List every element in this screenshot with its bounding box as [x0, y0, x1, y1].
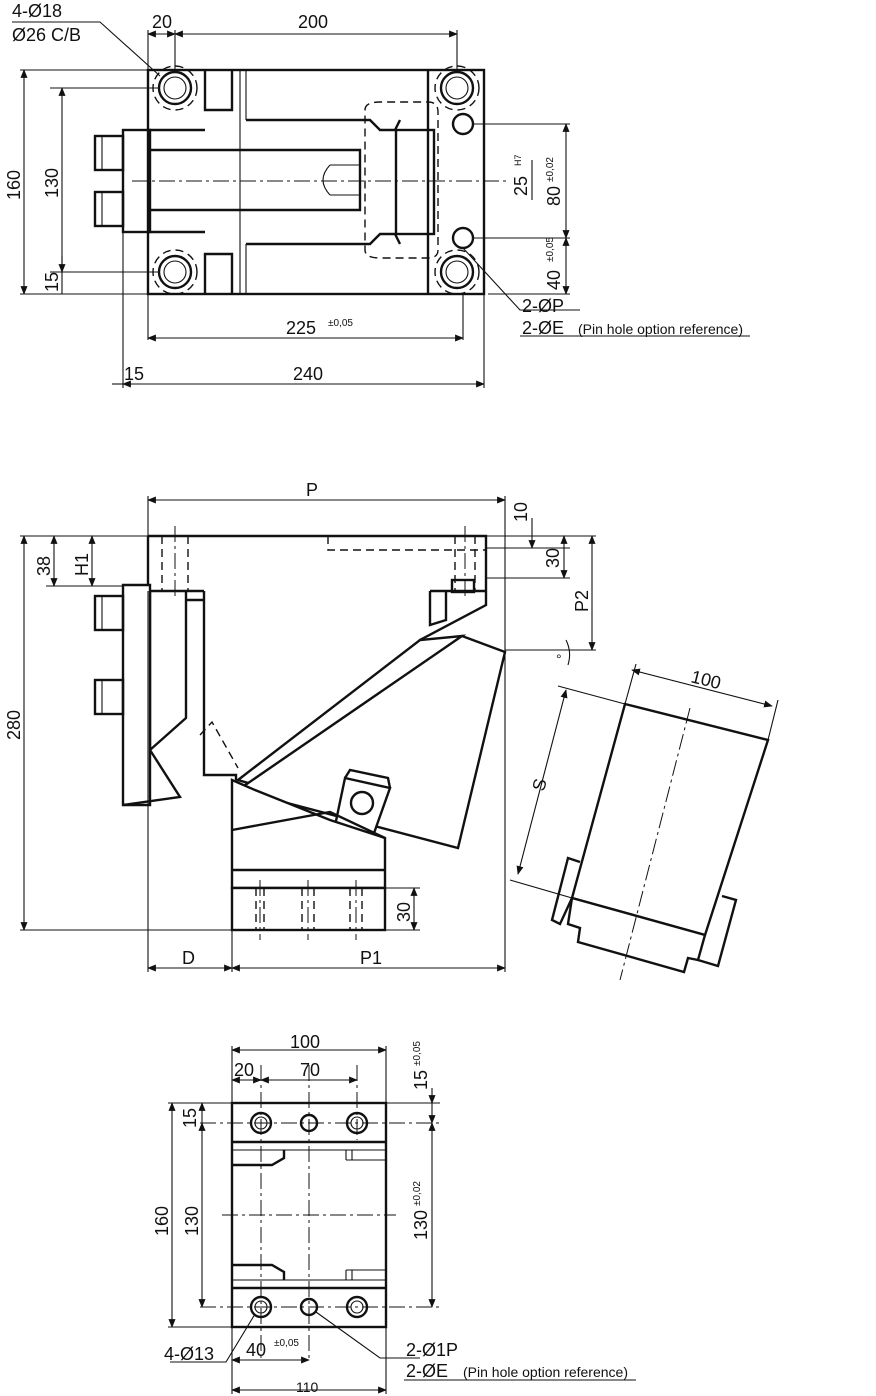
top-dim-80: 80: [544, 186, 564, 206]
top-dim-200: 200: [298, 12, 328, 32]
top-body-outline: [146, 68, 486, 296]
bottom-holes-spec: 4-Ø13: [164, 1344, 214, 1364]
top-tol-80: ±0,02: [545, 157, 556, 182]
side-angled-part-detail: [509, 663, 779, 981]
top-dim-225: 225: [286, 318, 316, 338]
detail-body: [570, 702, 770, 937]
side-base-hidden-bolts: [255, 880, 363, 940]
bottom-dim-130-left: 130: [182, 1206, 202, 1236]
detail-foot: [566, 896, 707, 974]
bottom-dim-20: 20: [234, 1060, 254, 1080]
bottom-view: [168, 1046, 636, 1394]
top-tol-40: ±0,05: [545, 237, 556, 262]
side-nozzle-block: [121, 583, 152, 807]
top-dim-160: 160: [4, 170, 24, 200]
bottom-dim-160: 160: [152, 1206, 172, 1236]
bottom-tol-15: ±0,05: [412, 1041, 423, 1066]
side-moving-block: [235, 634, 507, 850]
top-dim-20: 20: [152, 12, 172, 32]
side-view: [20, 496, 596, 972]
side-right-upright: [428, 591, 448, 627]
top-pin-e: 2-ØE: [522, 318, 564, 338]
top-cb-hole-tr: [434, 65, 480, 111]
side-dim-100: 100: [689, 666, 723, 693]
bottom-dim-70: 70: [300, 1060, 320, 1080]
top-dim-15-left: 15: [42, 272, 62, 292]
top-pin-note: (Pin hole option reference): [578, 321, 743, 337]
top-inner-channels: [148, 70, 439, 294]
bottom-dim-110: 110: [296, 1379, 319, 1395]
side-top-plate: [148, 534, 488, 591]
top-dim-40: 40: [544, 270, 564, 290]
top-pin-hole-upper: [451, 112, 475, 136]
side-dim-h1: H1: [72, 553, 92, 576]
top-dim-15-bottom: 15: [124, 364, 144, 384]
bottom-dim-40: 40: [246, 1340, 266, 1360]
side-dim-p1: P1: [360, 948, 382, 968]
top-left-nozzles: [93, 128, 152, 234]
top-cb-spec: Ø26 C/B: [12, 25, 81, 45]
bottom-dim-15-top: 15: [411, 1070, 431, 1090]
side-dim-30-bottom: 30: [394, 902, 414, 922]
bottom-dim-130-right: 130: [411, 1210, 431, 1240]
side-dim-30-top: 30: [543, 548, 563, 568]
top-holes-spec: 4-Ø18: [12, 1, 62, 21]
side-nozzle-lower: [93, 678, 125, 716]
bottom-tol-130: ±0,02: [412, 1181, 423, 1206]
top-view: [12, 21, 750, 388]
side-hidden-bolts: [161, 526, 486, 600]
top-dim-25: 25: [511, 176, 531, 196]
top-cb-hole-br: [434, 249, 480, 295]
bottom-dim-100: 100: [290, 1032, 320, 1052]
top-pin-hole-lower: [451, 226, 475, 250]
side-dim-angle: °: [556, 651, 562, 667]
side-dim-38: 38: [34, 556, 54, 576]
bottom-lower-slot: [232, 1263, 386, 1280]
bottom-dim-15-left: 15: [180, 1108, 200, 1128]
top-dim-240: 240: [293, 364, 323, 384]
bottom-pin-e: 2-ØE: [406, 1361, 448, 1381]
side-left-upright: [148, 591, 188, 753]
side-dim-d: D: [182, 948, 195, 968]
side-view-labels: P 10 38 H1 30 P2 ° 280 100 S 30 D P1: [4, 480, 723, 968]
side-dim-p: P: [306, 480, 318, 500]
bottom-tol-40: ±0,05: [274, 1338, 299, 1349]
bottom-upper-slot: [232, 1150, 386, 1167]
bottom-pin-note: (Pin hole option reference): [463, 1364, 628, 1380]
top-tol-h7: H7: [513, 154, 523, 166]
top-pin-p: 2-ØP: [522, 296, 564, 316]
bottom-view-labels: 100 20 70 15 ±0,05 15 160 130 130 ±0,02 …: [152, 1032, 628, 1395]
side-dim-p2: P2: [572, 590, 592, 612]
bottom-pin-p: 2-Ø1P: [406, 1340, 458, 1360]
side-nozzle-upper: [93, 594, 125, 632]
top-tol-225: ±0,05: [328, 318, 353, 329]
side-dim-280: 280: [4, 710, 24, 740]
top-dim-130: 130: [42, 168, 62, 198]
side-dim-s: S: [528, 776, 550, 792]
top-view-labels: 4-Ø18 Ø26 C/B 20 200 160 130 15 25 H7 80…: [4, 1, 743, 384]
side-dim-10: 10: [511, 502, 531, 522]
